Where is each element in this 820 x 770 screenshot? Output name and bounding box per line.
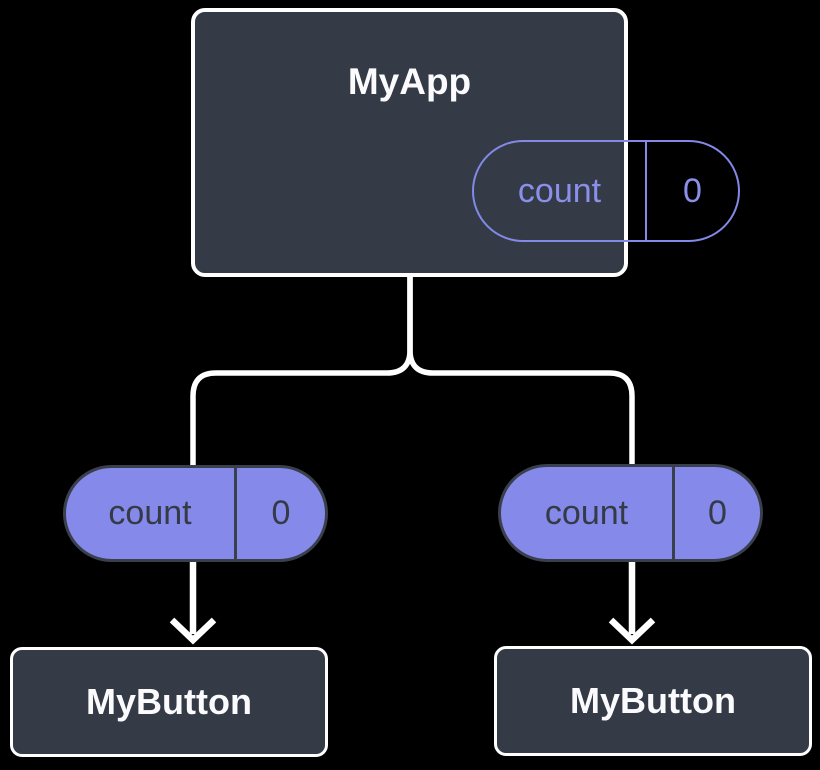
node-myapp-title: MyApp: [347, 61, 472, 102]
prop-name: count: [66, 468, 237, 559]
prop-value: 0: [271, 494, 291, 532]
node-mybutton-left-title: MyButton: [86, 681, 252, 722]
node-mybutton-right-title: MyButton: [570, 680, 736, 721]
prop-pill-right: count 0: [498, 464, 763, 562]
arrow-right-head-icon: [608, 617, 656, 645]
arrow-left-head-icon: [169, 617, 217, 645]
node-myapp: MyApp count 0: [191, 8, 740, 277]
branch-right-line: [407, 272, 635, 560]
prop-value: 0: [708, 493, 727, 532]
node-mybutton-right: MyButton: [494, 646, 812, 756]
prop-name: count: [501, 467, 675, 559]
node-mybutton-left: MyButton: [10, 647, 328, 757]
state-value: 0: [683, 171, 702, 210]
prop-pill-left: count 0: [63, 465, 328, 562]
state-pill-root: count 0: [472, 140, 740, 242]
state-name: count: [474, 142, 647, 240]
